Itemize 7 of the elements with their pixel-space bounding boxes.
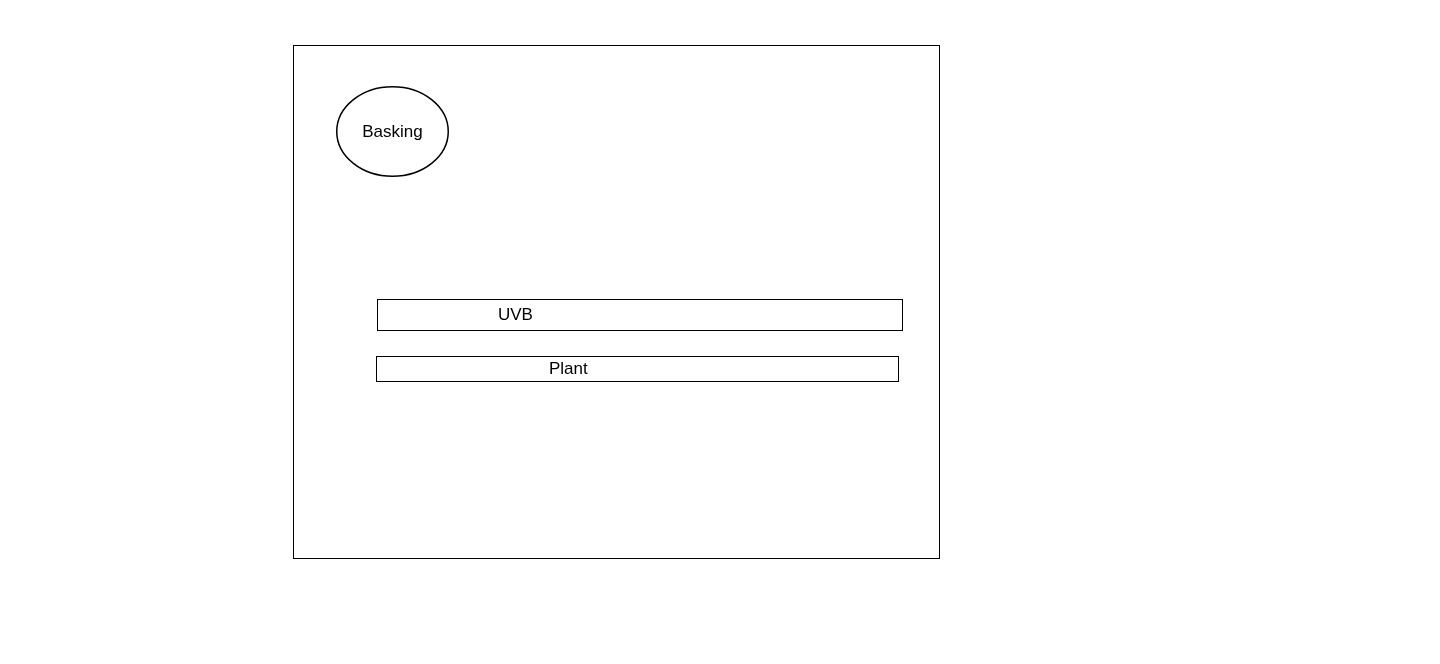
enclosure-frame [293,45,940,559]
oval-shape [336,86,449,177]
rectangle-bar [377,299,903,331]
node-label: UVB [498,305,533,325]
node-label: Basking [362,121,423,142]
node-label: Plant [549,359,588,379]
rectangle-bar [376,356,899,382]
